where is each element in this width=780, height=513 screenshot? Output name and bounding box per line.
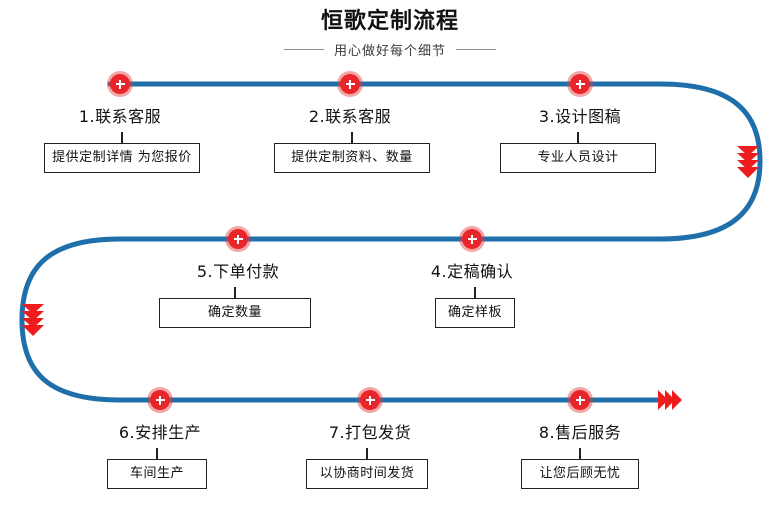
step-8-stem	[579, 448, 581, 459]
step-7-stem	[366, 448, 368, 459]
header: 恒歌定制流程 用心做好每个细节	[0, 8, 780, 59]
plus-icon	[575, 79, 585, 89]
node-step-8[interactable]	[570, 390, 590, 410]
node-step-6[interactable]	[150, 390, 170, 410]
step-3-label: 3.设计图稿	[538, 107, 622, 126]
step-3-detail-box: 专业人员设计	[500, 143, 656, 173]
step-5-stem	[234, 287, 236, 298]
step-2-stem	[351, 132, 353, 143]
step-6-stem	[156, 448, 158, 459]
plus-icon	[233, 234, 243, 244]
node-step-7[interactable]	[360, 390, 380, 410]
subtitle-rule-left	[283, 49, 324, 50]
node-step-4[interactable]	[462, 229, 482, 249]
step-1-detail-box: 提供定制详情 为您报价	[44, 143, 200, 173]
step-6-detail-box: 车间生产	[107, 459, 207, 489]
node-step-5[interactable]	[228, 229, 248, 249]
node-step-1[interactable]	[110, 74, 130, 94]
plus-icon	[155, 395, 165, 405]
step-4-stem	[474, 287, 476, 298]
arrow-right-down-icon	[737, 146, 759, 178]
node-step-3[interactable]	[570, 74, 590, 94]
step-2-label: 2.联系客服	[308, 107, 392, 126]
step-7-detail-box: 以协商时间发货	[306, 459, 428, 489]
node-step-2[interactable]	[340, 74, 360, 94]
step-8-label: 8.售后服务	[538, 423, 622, 442]
step-7-label: 7.打包发货	[328, 423, 412, 442]
plus-icon	[115, 79, 125, 89]
page-subtitle: 用心做好每个细节	[333, 44, 446, 59]
arrow-end-right-icon	[658, 390, 682, 410]
step-4-detail-box: 确定样板	[435, 298, 515, 328]
arrow-left-down-icon	[22, 304, 44, 336]
page-title: 恒歌定制流程	[320, 9, 459, 34]
track-path	[19, 81, 763, 403]
step-8-detail-box: 让您后顾无忧	[521, 459, 639, 489]
step-5-label: 5.下单付款	[196, 262, 280, 281]
plus-icon	[575, 395, 585, 405]
plus-icon	[345, 79, 355, 89]
subtitle-rule-right	[456, 49, 496, 50]
plus-icon	[467, 234, 477, 244]
step-6-label: 6.安排生产	[118, 423, 202, 442]
step-1-label: 1.联系客服	[78, 107, 162, 126]
step-1-stem	[121, 132, 123, 143]
step-4-label: 4.定稿确认	[430, 262, 514, 281]
step-3-stem	[577, 132, 579, 143]
step-5-detail-box: 确定数量	[159, 298, 311, 328]
plus-icon	[365, 395, 375, 405]
subtitle-row: 用心做好每个细节	[0, 40, 780, 59]
step-2-detail-box: 提供定制资料、数量	[274, 143, 430, 173]
